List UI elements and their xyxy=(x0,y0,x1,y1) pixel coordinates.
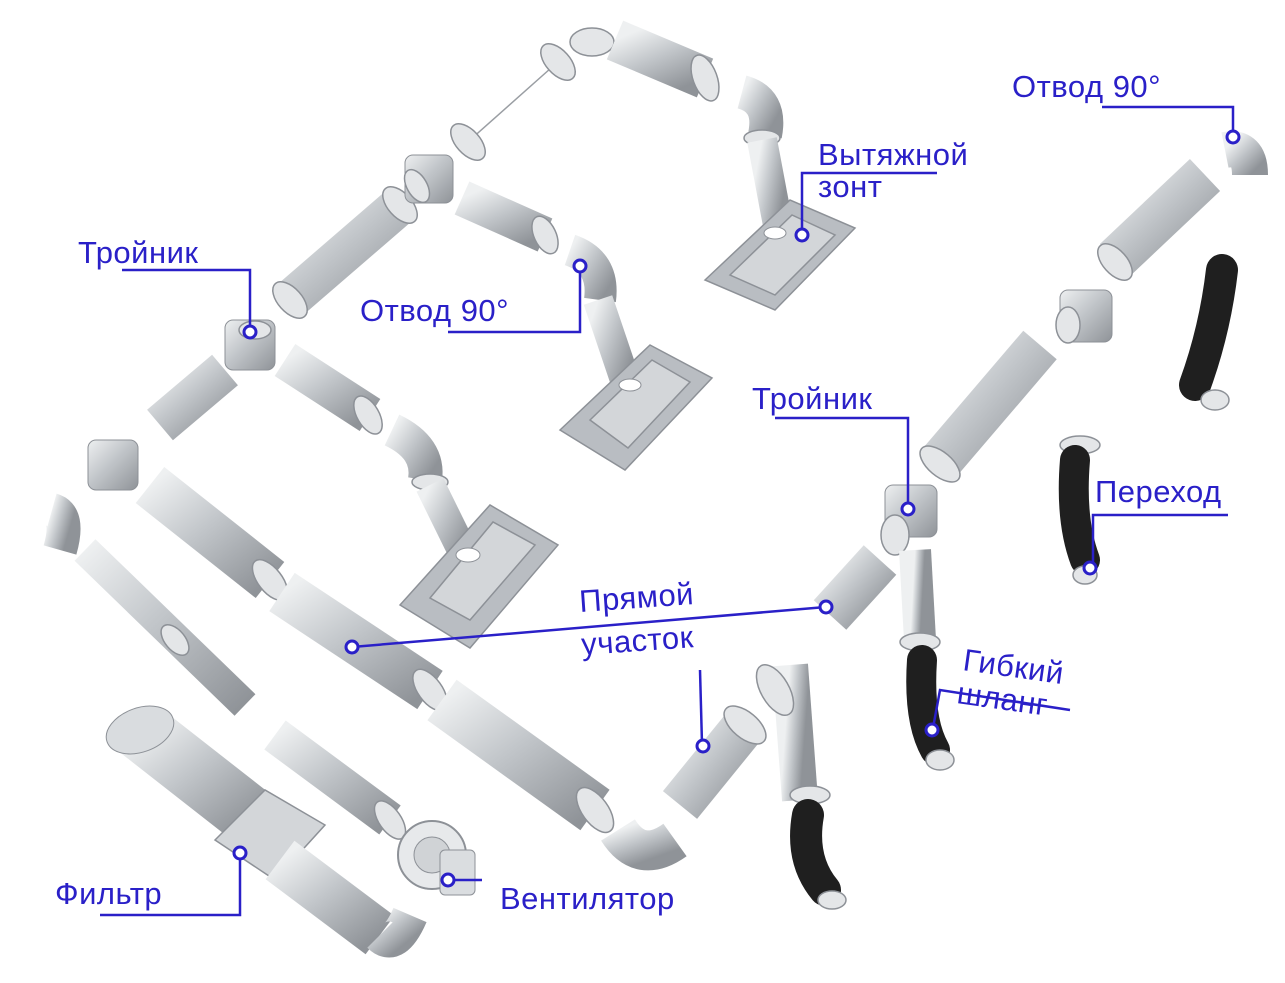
label-adapter: Переход xyxy=(1095,474,1222,509)
fan-unit xyxy=(398,821,475,895)
label-fan: Вентилятор xyxy=(500,881,675,916)
label-elbow-top-right: Отвод 90° xyxy=(1012,69,1161,104)
label-elbow-middle: Отвод 90° xyxy=(360,293,509,328)
duct-illustration xyxy=(52,28,1250,940)
top-duct-run xyxy=(444,28,724,166)
label-exhaust-hood-line2: зонт xyxy=(818,169,882,204)
third-duct-run xyxy=(160,320,388,439)
label-filter: Фильтр xyxy=(55,876,162,911)
label-straight-line1: Прямой xyxy=(578,576,695,619)
label-exhaust-hood-line1: Вытяжной xyxy=(818,137,968,172)
hood-lower xyxy=(392,430,558,648)
label-tee-left: Тройник xyxy=(78,235,199,270)
label-tee-right: Тройник xyxy=(752,381,873,416)
label-straight-line2: участок xyxy=(580,619,695,662)
hood-middle xyxy=(560,250,712,470)
